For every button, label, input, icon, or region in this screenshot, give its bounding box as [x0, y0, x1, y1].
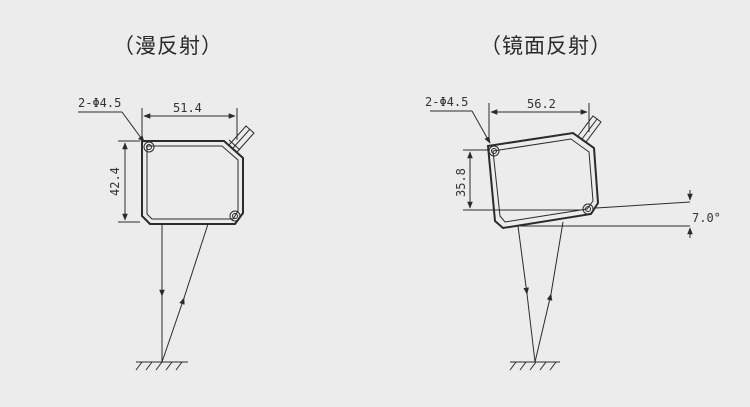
mirror-housing-outer	[486, 131, 600, 230]
angle-ref-tilted	[595, 201, 691, 209]
diffuse-sensor-drawing: 2-Φ4.5 51.4 42.4	[78, 96, 255, 371]
diffuse-hole-top	[143, 141, 155, 153]
hole-leader-arrow	[121, 111, 145, 143]
mirror-connector	[577, 115, 602, 143]
right-height-label: 35.8	[454, 168, 468, 197]
mirror-hole-top	[488, 145, 500, 157]
diffuse-housing-outer	[141, 140, 244, 225]
mirror-reflection-title: （镜面反射）	[480, 34, 612, 58]
left-width-label: 51.4	[173, 101, 202, 115]
right-angle-label: 7.0°	[692, 211, 721, 225]
mirror-hole-bottom	[582, 203, 594, 215]
diffuse-hole-bottom	[229, 210, 241, 222]
diffuse-reflection-title: （漫反射）	[113, 34, 223, 58]
mirror-sensor-drawing: 2-Φ4.5 56.2 35.8	[425, 95, 721, 371]
diffuse-housing-inner	[146, 145, 239, 220]
diffuse-return-beam	[161, 297, 185, 363]
left-height-label: 42.4	[108, 167, 122, 196]
right-hole-label: 2-Φ4.5	[425, 95, 468, 109]
hole-leader-arrow	[471, 110, 491, 144]
mirror-return-beam	[534, 293, 553, 363]
diffuse-connector	[228, 125, 255, 153]
mirror-housing-inner	[492, 138, 594, 223]
left-hole-label: 2-Φ4.5	[78, 96, 121, 110]
right-width-label: 56.2	[527, 97, 556, 111]
mirror-emit-beam	[517, 225, 529, 295]
